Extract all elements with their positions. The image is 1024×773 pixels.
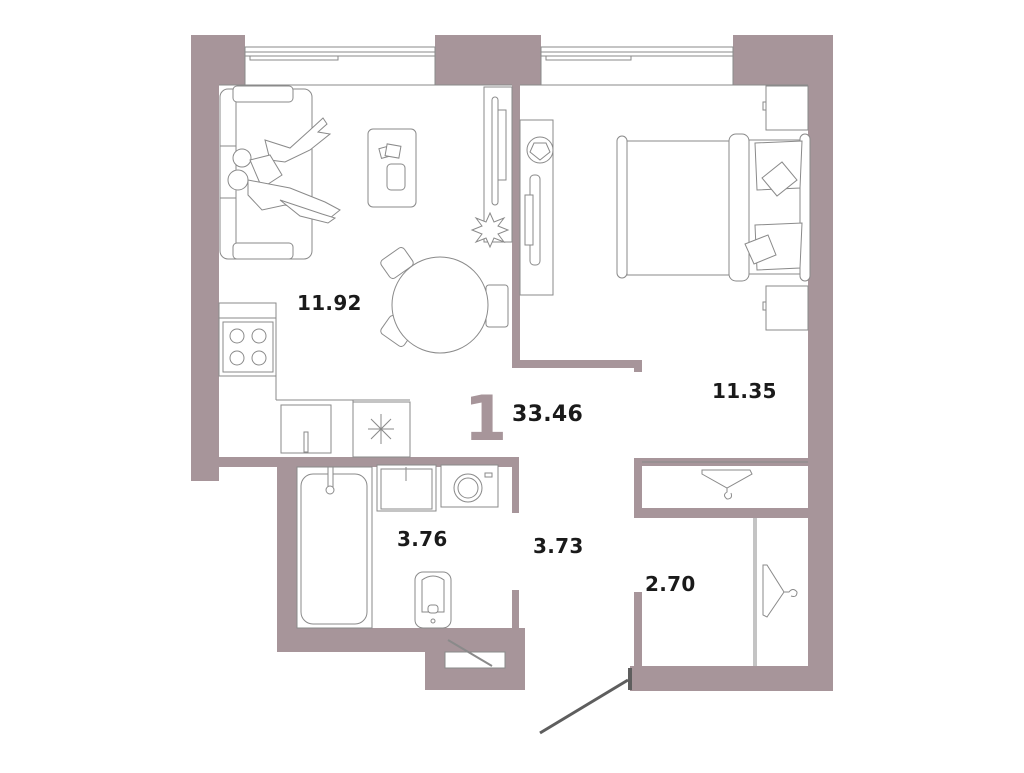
people-icon (227, 117, 341, 224)
toilet-icon (414, 571, 452, 629)
shaft (444, 639, 506, 669)
sink-icon (280, 400, 354, 457)
tv-stand-icon (519, 119, 554, 296)
pillow-icon (744, 140, 803, 271)
room-area-bedroom: 11.35 (712, 379, 777, 403)
plant-icon (470, 211, 510, 249)
hanger-icon (762, 564, 798, 618)
dining-table-icon (380, 247, 509, 354)
nightstand-icon (762, 85, 809, 331)
bathroom-fixtures (296, 464, 499, 629)
stove-icon (218, 302, 410, 401)
hanger-icon (701, 469, 753, 500)
washing-machine-icon (440, 464, 499, 508)
walls (191, 35, 833, 691)
room-area-hallway: 3.73 (533, 534, 584, 558)
windows (219, 46, 808, 86)
bathtub-icon (300, 466, 368, 625)
total-area-label: 33.46 (512, 402, 584, 427)
washbasin-icon (376, 464, 437, 512)
entrance-door-icon (539, 668, 632, 735)
room-area-living-kitchen: 11.92 (297, 291, 362, 315)
wardrobe (642, 461, 808, 666)
room-area-bathroom: 3.76 (397, 527, 448, 551)
fridge-icon (352, 401, 411, 458)
coffee-table-icon (367, 128, 417, 208)
rooms-count: 1 (464, 382, 508, 455)
room-area-wardrobe: 2.70 (645, 572, 696, 596)
